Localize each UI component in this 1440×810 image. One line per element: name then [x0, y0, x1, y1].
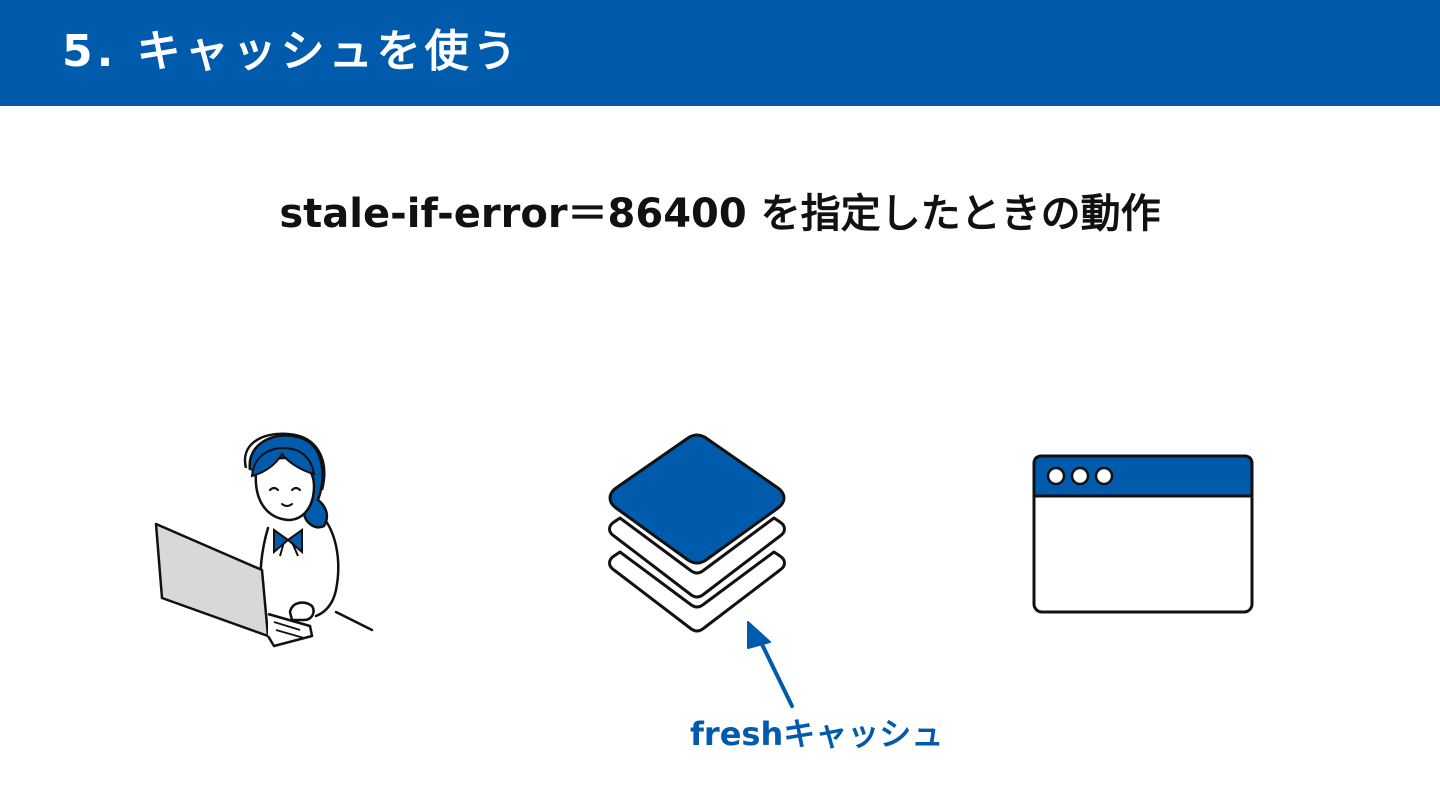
- page-title: 5. キャッシュを使う: [62, 26, 521, 77]
- window-dot-icon: [1070, 466, 1090, 486]
- header-bar: 5. キャッシュを使う: [0, 0, 1440, 106]
- diagram-heading: stale-if-error＝86400 を指定したときの動作: [279, 191, 1161, 237]
- user-at-laptop-icon: [154, 432, 374, 648]
- arrow-up-icon: [747, 621, 794, 708]
- window-dot-icon: [1094, 466, 1114, 486]
- window-dot-icon: [1046, 466, 1066, 486]
- cache-label: freshキャッシュ: [690, 715, 944, 753]
- cache-layers-icon: [608, 433, 786, 633]
- browser-window-icon: [1032, 454, 1254, 614]
